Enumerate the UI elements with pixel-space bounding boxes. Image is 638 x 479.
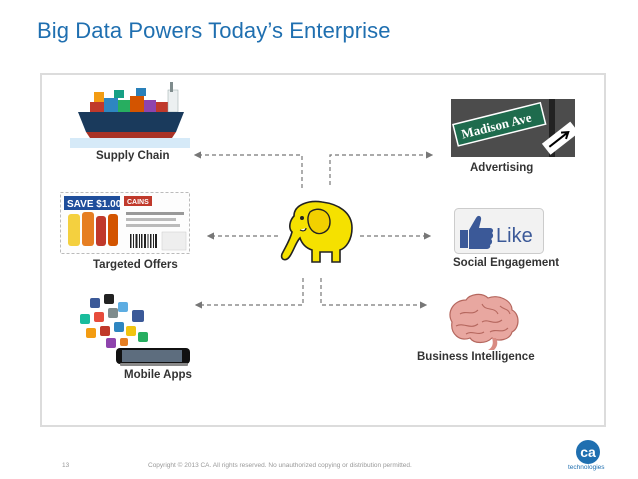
hadoop-elephant-icon (280, 200, 353, 263)
like-thumb-icon: Like (454, 208, 544, 254)
coupon-brand-text: CAINS (127, 199, 149, 206)
street-sign-icon: Madison Ave (451, 99, 575, 157)
mobile-apps-label: Mobile Apps (124, 369, 192, 381)
social-engagement-label: Social Engagement (453, 257, 560, 269)
connector-supply-chain (193, 151, 303, 188)
copyright-text: Copyright © 2013 CA. All rights reserved… (148, 462, 412, 469)
ca-logo-mark: ca (576, 440, 600, 464)
page-number: 13 (62, 462, 70, 469)
diagram-frame (40, 73, 606, 427)
supply-chain-label: Supply Chain (96, 150, 170, 162)
connector-advertising (329, 151, 434, 185)
ca-logo-text: ca (580, 444, 596, 460)
advertising-label: Advertising (470, 162, 534, 174)
ca-logo: ca technologies (568, 440, 610, 472)
mobile-phone-icon (80, 294, 190, 366)
ca-logo-subtext: technologies (568, 464, 605, 471)
slide-title: Big Data Powers Today’s Enterprise (37, 18, 391, 43)
cargo-ship-icon (70, 80, 190, 148)
brain-icon (449, 293, 519, 350)
like-button-text: Like (496, 225, 533, 247)
coupon-save-text: SAVE $1.00 (67, 199, 122, 210)
targeted-offers-label: Targeted Offers (93, 259, 178, 271)
connector-mobile-apps (194, 278, 304, 309)
business-intelligence-label: Business Intelligence (417, 351, 535, 363)
coupon-icon: SAVE $1.00 CAINS (60, 192, 190, 254)
connector-business-intelligence (320, 278, 428, 309)
